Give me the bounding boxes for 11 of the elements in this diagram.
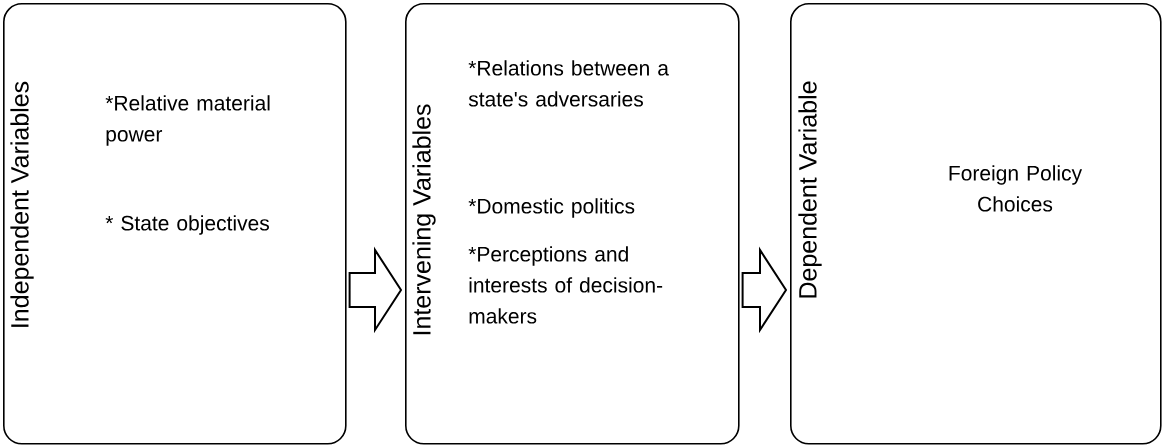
item-text: *Relations between a state's adversaries — [468, 60, 669, 107]
block-arrow — [741, 246, 788, 334]
heading-label: Dependent Variable — [798, 81, 822, 298]
heading-label: Independent Variables — [10, 81, 34, 327]
item-text: *Perceptions and interests of decision-makers — [468, 246, 663, 324]
item-text: *Relative material power — [105, 95, 270, 146]
item-text: *Domestic politics — [468, 198, 635, 218]
item-text: * State objectives — [105, 215, 269, 235]
item-text: Foreign Policy Choices — [949, 165, 1083, 212]
block-arrow — [348, 246, 403, 334]
heading-label: Intervening Variables — [412, 104, 436, 335]
